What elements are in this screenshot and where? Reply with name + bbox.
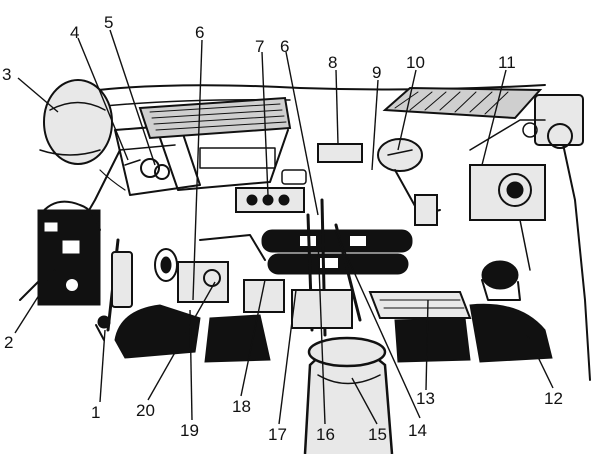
top-center-box: [317, 143, 363, 163]
callout-labels: 1 2 3 4 5 6 6 7 8 9 10 11 12 13 14 15 16…: [2, 13, 563, 444]
floor-cylinders: [261, 229, 413, 275]
left-round-valve: [154, 248, 178, 282]
callout-17: 17: [268, 425, 287, 444]
left-side-box: [37, 200, 101, 306]
callout-6b: 6: [280, 37, 289, 56]
control-levers: [243, 198, 362, 337]
callout-19: 19: [180, 421, 199, 440]
driver-vision-block: [138, 96, 292, 191]
callout-1: 1: [91, 403, 100, 422]
floor-pads: [114, 303, 553, 363]
left-floor-pedals: [177, 234, 266, 303]
callout-12: 12: [544, 389, 563, 408]
callout-7: 7: [255, 37, 264, 56]
callout-14: 14: [408, 421, 427, 440]
callout-20: 20: [136, 401, 155, 420]
instrument-panel: [235, 169, 307, 213]
callout-16: 16: [316, 425, 335, 444]
round-gauge: [377, 138, 441, 226]
callout-11: 11: [498, 53, 516, 72]
callout-5: 5: [104, 13, 113, 32]
dome-light: [39, 79, 113, 165]
leader-lines: [14, 29, 554, 425]
callout-2: 2: [4, 333, 13, 352]
transmission-tunnel: [303, 336, 394, 454]
callout-4: 4: [70, 23, 79, 42]
right-vision-block: [382, 86, 543, 120]
right-canister: [481, 260, 521, 301]
callout-18: 18: [232, 397, 251, 416]
right-wall-equipment: [469, 94, 584, 271]
callout-9: 9: [372, 63, 381, 82]
callout-15: 15: [368, 425, 387, 444]
callout-6a: 6: [195, 23, 204, 42]
callout-10: 10: [406, 53, 425, 72]
callout-13: 13: [416, 389, 435, 408]
callout-8: 8: [328, 53, 337, 72]
left-steering-lever: [95, 238, 133, 341]
callout-3: 3: [2, 65, 11, 84]
right-floor-plate: [368, 291, 472, 319]
